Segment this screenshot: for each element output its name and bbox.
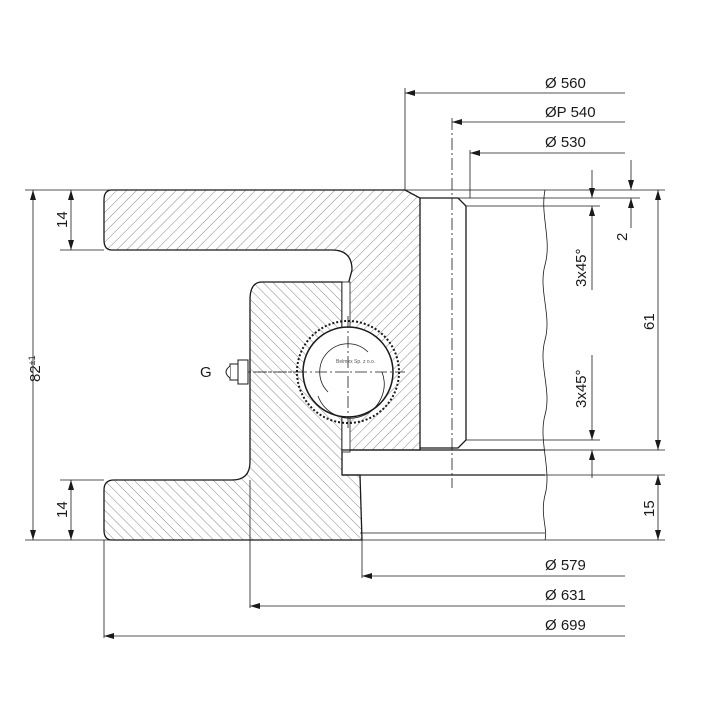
dim-530: Ø 530 xyxy=(545,134,586,151)
dim-2: 2 xyxy=(614,233,631,241)
dim-15: 15 xyxy=(641,500,658,517)
bore-chamfer-lines xyxy=(405,189,545,441)
ball-arc-1 xyxy=(319,343,369,393)
grease-nipple xyxy=(225,359,300,385)
outer-ring-section xyxy=(103,189,421,451)
break-line xyxy=(542,189,548,541)
inner-bore-face xyxy=(420,197,467,449)
dim-579: Ø 579 xyxy=(545,557,586,574)
bore-lower-face xyxy=(342,449,545,476)
dim-631: Ø 631 xyxy=(545,587,586,604)
dim-p540: ØP 540 xyxy=(545,104,596,121)
dim-560: Ø 560 xyxy=(545,75,586,92)
dim-14-bottom: 14 xyxy=(54,501,71,518)
dim-82-tolerance: ±1 xyxy=(27,355,37,365)
maker-mark: Belmex Sp. z o.o. xyxy=(336,359,375,365)
dim-61: 61 xyxy=(641,313,658,330)
grease-nipple-label: G xyxy=(200,364,212,381)
bore-lower-profile xyxy=(360,532,545,541)
dim-82: 82±1 xyxy=(27,355,44,382)
dim-699: Ø 699 xyxy=(545,617,586,634)
inner-ring-section xyxy=(103,281,363,541)
dim-chamfer-top: 3x45° xyxy=(573,248,590,287)
dim-chamfer-bottom: 3x45° xyxy=(573,369,590,408)
dim-14-top: 14 xyxy=(54,211,71,228)
ball-arc-2 xyxy=(317,371,385,419)
dim-82-value: 82 xyxy=(27,365,44,382)
